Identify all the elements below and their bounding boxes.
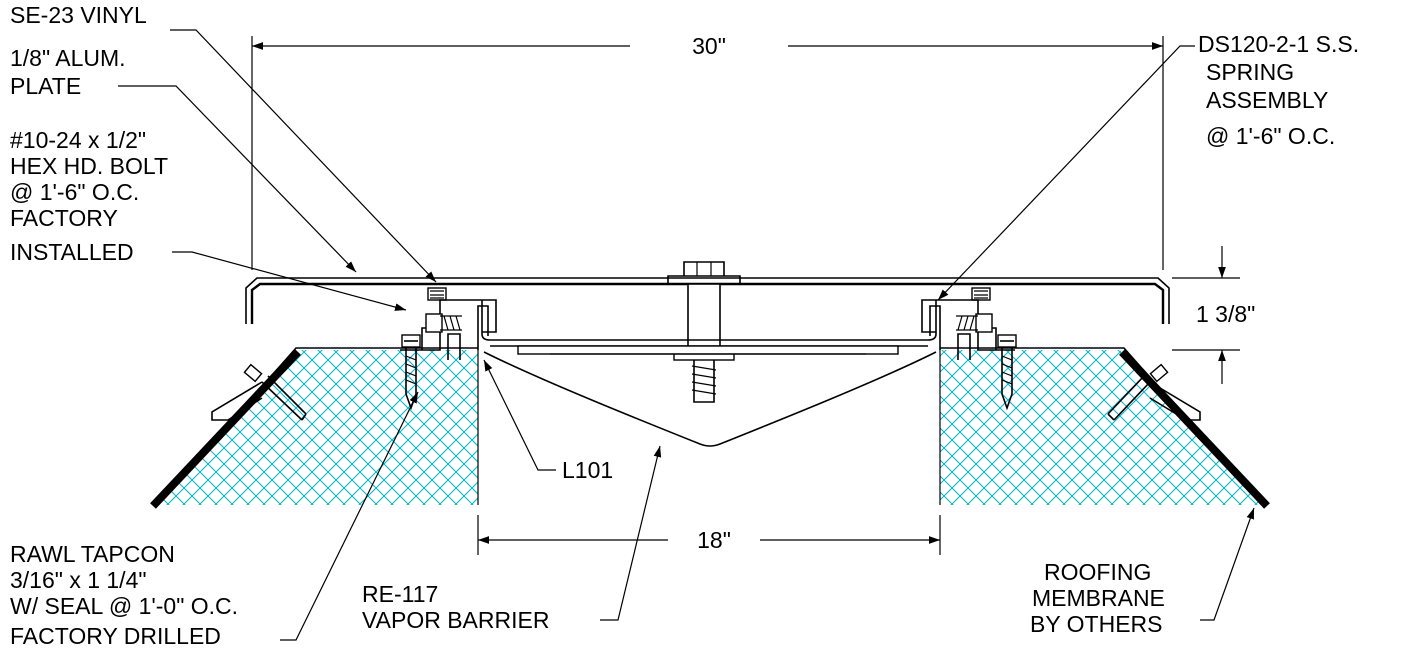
callout-bolt-line3: @ 1'-6" O.C. <box>10 179 139 205</box>
callout-bolt-line4: FACTORY <box>10 205 118 231</box>
callout-spring-line3: ASSEMBLY <box>1206 87 1328 113</box>
leader-plate <box>118 85 357 273</box>
center-hex-bolt <box>667 261 741 403</box>
callout-membrane-line3: BY OTHERS <box>1030 611 1163 637</box>
callout-barrier-line2: VAPOR BARRIER <box>362 607 549 633</box>
left-side-screw <box>243 363 307 421</box>
dimension-18-label: 18" <box>697 527 731 553</box>
leader-bolt <box>172 251 407 311</box>
right-tapcon-screw <box>997 334 1017 411</box>
dimension-height-label: 1 3/8" <box>1196 301 1255 327</box>
right-frame-assembly <box>921 299 1015 360</box>
vapor-barrier <box>483 351 937 447</box>
callout-bolt-line1: #10-24 x 1/2" <box>10 127 146 153</box>
callout-l101: L101 <box>562 457 613 483</box>
callout-plate-line2: PLATE <box>10 73 81 99</box>
callout-membrane-line2: MEMBRANE <box>1032 585 1165 611</box>
callout-tapcon-line1: RAWL TAPCON <box>10 541 175 567</box>
dimension-overall-width <box>251 36 1164 270</box>
right-insulation-block <box>940 350 1265 505</box>
leader-tapcon <box>280 391 419 641</box>
callout-spring-line1: DS120-2-1 S.S. <box>1198 31 1359 57</box>
center-backing-plate <box>517 345 899 355</box>
callout-bolt-line5: INSTALLED <box>10 239 134 265</box>
leader-vapor-barrier <box>600 445 662 621</box>
left-vinyl-gasket <box>427 287 447 301</box>
callout-spring-line2: SPRING <box>1206 59 1294 85</box>
left-side-flange <box>211 381 263 421</box>
left-tapcon-screw <box>401 334 421 411</box>
right-vinyl-gasket <box>971 287 991 301</box>
left-frame-assembly <box>400 299 497 360</box>
leader-membrane <box>1200 507 1255 621</box>
dimension-height <box>1172 246 1240 384</box>
right-side-flange <box>1149 381 1201 421</box>
callout-vinyl: SE-23 VINYL <box>10 2 147 28</box>
callout-barrier-line1: RE-117 <box>362 581 438 607</box>
dimension-30-label: 30" <box>692 33 726 59</box>
callout-membrane-line1: ROOFING <box>1044 559 1151 585</box>
left-insulation-block <box>155 350 478 505</box>
right-side-screw <box>1107 363 1169 421</box>
aluminum-cover-plate-outer <box>245 277 1170 324</box>
callout-spring-line4: @ 1'-6" O.C. <box>1206 123 1335 149</box>
callout-tapcon-line4: FACTORY DRILLED <box>10 623 221 649</box>
leader-spring <box>937 45 1195 301</box>
callout-bolt-line2: HEX HD. BOLT <box>10 153 168 179</box>
leader-l101 <box>483 359 556 471</box>
dimension-opening-width <box>477 515 941 555</box>
leader-vinyl <box>170 29 437 283</box>
left-curb-flashing <box>159 347 478 503</box>
callout-plate-line1: 1/8" ALUM. <box>10 45 126 71</box>
callout-tapcon-line3: W/ SEAL @ 1'-0" O.C. <box>10 593 238 619</box>
callout-tapcon-line2: 3/16" x 1 1/4" <box>10 567 147 593</box>
